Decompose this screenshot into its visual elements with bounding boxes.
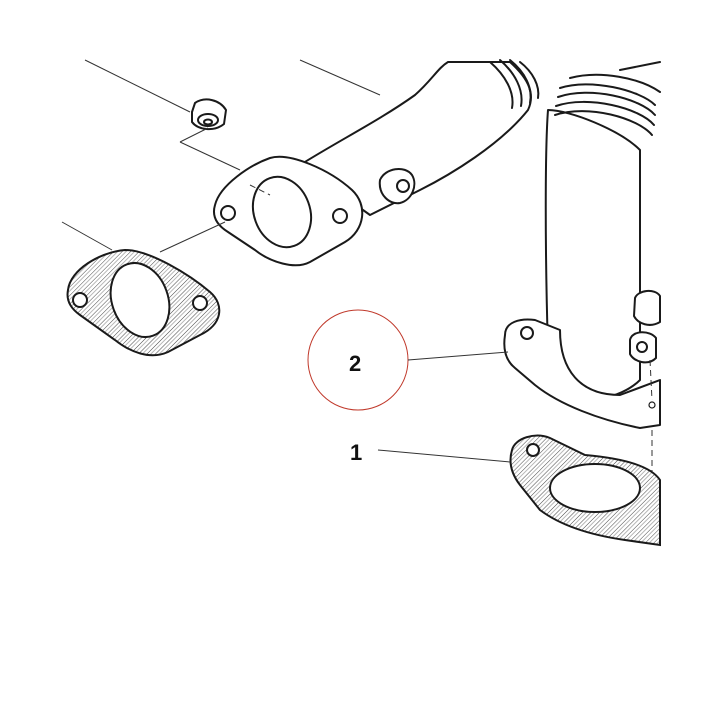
- right-flange-hole: [520, 326, 534, 340]
- right-pipe-assembly: [503, 61, 661, 547]
- left-pipe-flange-hole-left: [220, 205, 236, 221]
- left-pipe-assembly: [61, 59, 540, 357]
- right-pipe-bellows: [554, 61, 661, 136]
- left-pipe-flange-bore: [251, 175, 313, 249]
- stud-axis-dash: [249, 184, 271, 196]
- callout-2[interactable]: 2: [307, 309, 509, 411]
- callout-1[interactable]: 1: [350, 440, 511, 465]
- callout-2-leader: [407, 351, 509, 361]
- callout-1-label: 1: [350, 440, 362, 465]
- right-gasket: [509, 434, 661, 547]
- callout-2-label: 2: [349, 351, 361, 376]
- left-pipe-bellows: [489, 59, 540, 109]
- left-pipe-body: [299, 61, 532, 216]
- stud-axis-gasket: [159, 221, 226, 253]
- stud-axis-mid: [179, 141, 241, 171]
- left-pipe-flange: [212, 155, 364, 267]
- stud-axis-top: [179, 127, 209, 143]
- right-pipe-flange: [503, 318, 661, 429]
- right-bolt-axis: [649, 359, 653, 401]
- left-pipe-lug-hole: [396, 179, 410, 193]
- nut-part: [191, 98, 227, 130]
- left-gasket: [66, 248, 221, 357]
- right-stud-top: [648, 401, 656, 409]
- leader-line-nut: [84, 59, 191, 113]
- callout-1-leader: [377, 449, 511, 463]
- leader-line-gasket-left: [61, 221, 113, 251]
- right-bolt: [629, 290, 661, 364]
- left-pipe-flange-hole-right: [332, 208, 348, 224]
- leader-line-pipe: [299, 59, 381, 96]
